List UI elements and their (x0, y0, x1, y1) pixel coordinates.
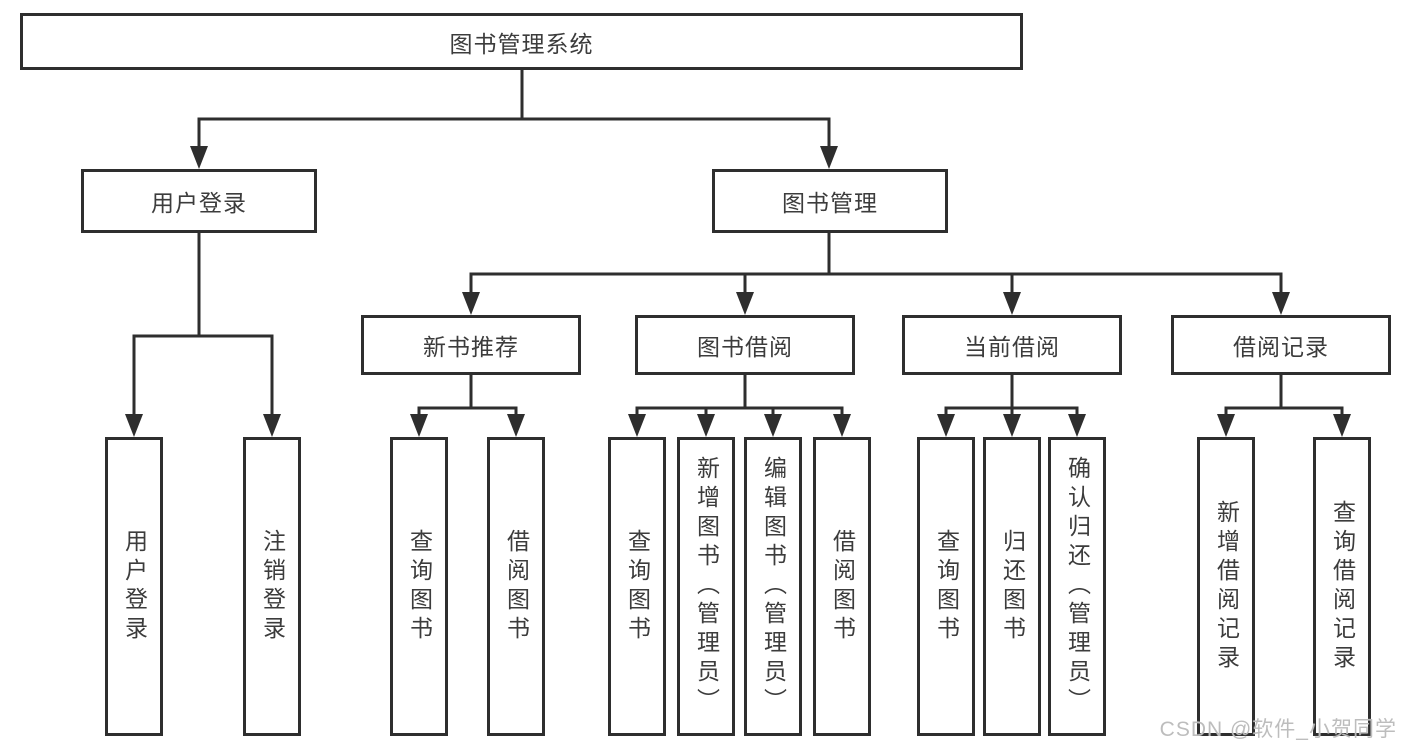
node-label: 查询借阅记录 (1329, 499, 1356, 674)
leaf-query-books-recommend: 查询图书 (390, 437, 448, 736)
leaf-borrow-books: 借阅图书 (813, 437, 871, 736)
node-label: 新增图书（管理员） (693, 456, 720, 717)
leaf-query-books-borrowing: 查询图书 (608, 437, 666, 736)
node-label: 查询图书 (624, 528, 651, 645)
node-label: 借阅图书 (829, 528, 856, 645)
arrow-down-icons (125, 146, 1351, 437)
node-book-management-branch: 图书管理 (712, 169, 948, 233)
node-label: 借阅记录 (1233, 334, 1329, 360)
node-label: 图书借阅 (697, 334, 793, 360)
node-label: 注销登录 (259, 528, 286, 645)
node-label: 借阅图书 (503, 528, 530, 645)
leaf-add-borrow-record: 新增借阅记录 (1197, 437, 1255, 736)
node-label: 新增借阅记录 (1213, 499, 1240, 674)
node-label: 用户登录 (151, 190, 247, 216)
node-label: 查询图书 (406, 528, 433, 645)
node-label: 新书推荐 (423, 334, 519, 360)
leaf-logout: 注销登录 (243, 437, 301, 736)
node-label: 归还图书 (999, 528, 1026, 645)
node-label: 确认归还（管理员） (1064, 456, 1091, 717)
node-user-login-branch: 用户登录 (81, 169, 317, 233)
leaf-query-borrow-record: 查询借阅记录 (1313, 437, 1371, 736)
node-label: 编辑图书（管理员） (760, 456, 787, 717)
node-new-book-recommendation: 新书推荐 (361, 315, 581, 375)
leaf-user-login: 用户登录 (105, 437, 163, 736)
leaf-borrow-books-recommend: 借阅图书 (487, 437, 545, 736)
node-label: 查询图书 (933, 528, 960, 645)
leaf-add-books-admin: 新增图书（管理员） (677, 437, 735, 736)
node-root-system: 图书管理系统 (20, 13, 1023, 70)
node-current-borrowing: 当前借阅 (902, 315, 1122, 375)
node-label: 图书管理 (782, 190, 878, 216)
node-book-borrowing: 图书借阅 (635, 315, 855, 375)
node-label: 用户登录 (121, 528, 148, 645)
leaf-edit-books-admin: 编辑图书（管理员） (744, 437, 802, 736)
leaf-query-books-current: 查询图书 (917, 437, 975, 736)
node-label: 图书管理系统 (449, 30, 594, 57)
node-label: 当前借阅 (964, 334, 1060, 360)
csdn-watermark: CSDN @软件_小贺同学 (1159, 718, 1397, 741)
leaf-confirm-return-admin: 确认归还（管理员） (1048, 437, 1106, 736)
node-borrowing-records: 借阅记录 (1171, 315, 1391, 375)
leaf-return-books: 归还图书 (983, 437, 1041, 736)
